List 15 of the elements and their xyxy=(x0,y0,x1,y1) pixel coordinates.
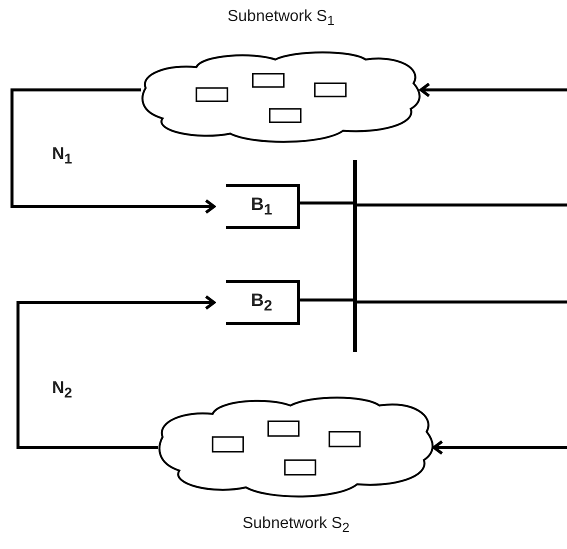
block-label: B$_{2}$ xyxy=(250,290,272,315)
bus-bar xyxy=(353,160,357,352)
subnetwork-label: Subnetwork S$_{2}$ xyxy=(242,515,350,536)
arrow xyxy=(16,295,216,449)
connector-line xyxy=(300,298,353,302)
bracket-box xyxy=(226,184,300,229)
connector-line xyxy=(300,202,353,204)
arrow xyxy=(10,88,216,214)
bracket-box xyxy=(226,280,300,325)
connector-line xyxy=(357,204,567,206)
arrow xyxy=(420,82,567,98)
subnetwork-label: Subnetwork S$_{1}$ xyxy=(227,8,335,28)
connector-line xyxy=(357,300,567,304)
arrow xyxy=(432,440,567,455)
block-label: B$_{1}$ xyxy=(250,194,272,219)
